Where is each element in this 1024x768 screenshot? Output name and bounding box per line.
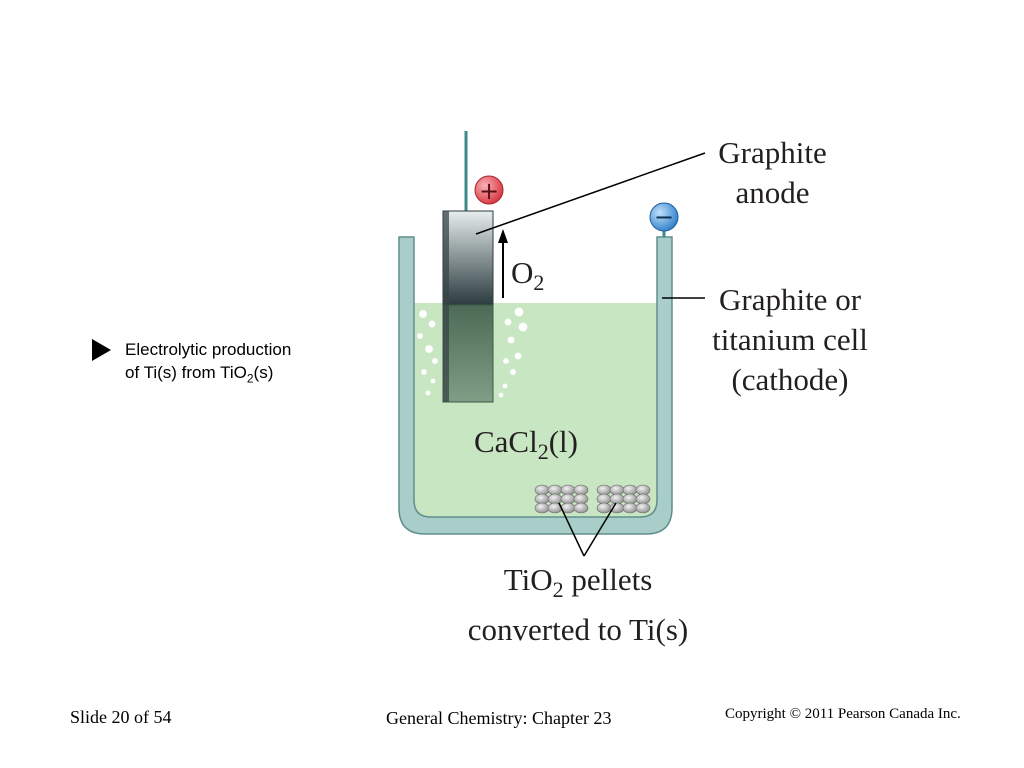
bullet-line-2-prefix: of Ti(s) from TiO [125,363,247,382]
anode-leader-line [475,152,706,235]
tio2-pellets-right [596,484,651,514]
oxygen-label-main: O [511,255,534,290]
electrolyte-label-suffix: (l) [548,424,578,459]
electrolyte-label-sub: 2 [537,439,549,465]
bullet-row: Electrolytic production of Ti(s) from Ti… [92,338,291,390]
cathode-label-line-1: Graphite or [718,282,862,317]
bullet-line-2-suffix: (s) [253,363,274,382]
tio2-pellets-left [534,484,589,514]
negative-terminal-icon [649,202,679,232]
electrolyte-label-main: CaCl [474,424,538,459]
oxygen-arrowhead-icon [498,229,508,243]
cathode-label: Graphite or titanium cell (cathode) [695,280,885,400]
positive-terminal-icon [474,175,504,205]
slide-number: Slide 20 of 54 [70,707,172,727]
bullet-line-1: Electrolytic production [125,340,292,359]
pellets-label-sub: 2 [552,577,564,603]
bullet-line-2: of Ti(s) from TiO2(s) [125,361,291,390]
anode-label: Graphite anode [700,133,845,213]
pellets-label-line-2: converted to Ti(s) [467,612,689,648]
pellet-leader-left [558,502,585,557]
graphite-anode [442,210,494,306]
positive-symbol: + [479,177,499,205]
bullet-line-2-sub: 2 [246,371,254,386]
bullet-arrow-icon [92,339,111,361]
oxygen-label: O2 [511,253,544,303]
cathode-label-line-3: (cathode) [731,362,849,397]
negative-symbol: − [654,203,674,231]
bullet-text: Electrolytic production of Ti(s) from Ti… [125,338,291,390]
pellets-label-main: TiO [503,562,553,597]
pellet-leader-right [583,502,617,557]
cathode-label-line-2: titanium cell [712,322,868,357]
anode-edge [443,211,449,402]
electrolyte-label: CaCl2(l) [474,422,578,472]
gas-bubbles [416,307,528,398]
anode-label-line-1: Graphite [718,135,827,170]
pellets-label-line-1: TiO2 pellets [446,560,710,610]
oxygen-label-sub: 2 [533,270,545,296]
copyright-notice: Copyright © 2011 Pearson Canada Inc. [725,706,961,722]
pellets-label: TiO2 pellets converted to Ti(s) [446,560,710,650]
course-title: General Chemistry: Chapter 23 [386,708,612,728]
cell-wall [398,236,673,535]
anode-label-line-2: anode [735,175,810,210]
graphite-anode-submerged [442,304,494,403]
pellets-label-suffix: pellets [563,562,653,597]
